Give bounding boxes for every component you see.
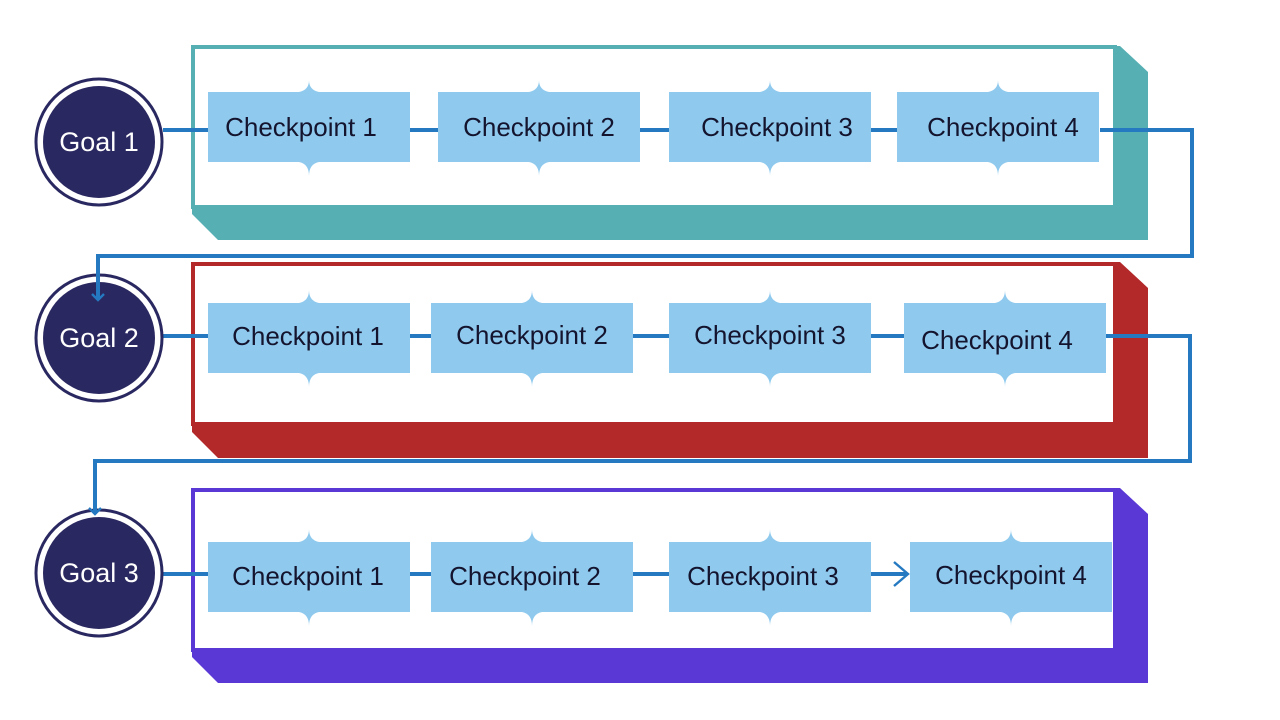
- flow-connector-goal1-to-goal2: [91, 128, 1194, 302]
- checkpoint-3-3: Checkpoint 3: [669, 529, 871, 626]
- checkpoint-label: Checkpoint 2: [456, 320, 608, 350]
- checkpoint-3-2: Checkpoint 2: [431, 529, 633, 626]
- goal-1-label: Goal 1: [59, 127, 139, 157]
- goal-3-label: Goal 3: [59, 558, 139, 588]
- arrowhead-g3-cp4: [893, 561, 910, 587]
- checkpoint-2-3: Checkpoint 3: [669, 290, 871, 387]
- checkpoint-3-1: Checkpoint 1: [208, 529, 410, 626]
- checkpoint-label: Checkpoint 3: [701, 112, 853, 142]
- checkpoint-1-1: Checkpoint 1: [208, 80, 410, 176]
- checkpoint-label: Checkpoint 4: [935, 560, 1087, 590]
- goal-row-1: Goal 1 Checkpoint 1 Checkpoint 2 Checkpo…: [34, 45, 1148, 240]
- checkpoint-label: Checkpoint 1: [232, 321, 384, 351]
- checkpoint-label: Checkpoint 3: [687, 561, 839, 591]
- checkpoint-label: Checkpoint 4: [927, 112, 1079, 142]
- checkpoint-label: Checkpoint 3: [694, 320, 846, 350]
- checkpoint-3-4: Checkpoint 4: [910, 529, 1112, 626]
- checkpoint-2-2: Checkpoint 2: [431, 290, 633, 387]
- goal-3-node: Goal 3: [34, 508, 164, 638]
- goal-1-node: Goal 1: [34, 77, 164, 207]
- checkpoint-label: Checkpoint 2: [463, 112, 615, 142]
- checkpoint-1-3: Checkpoint 3: [669, 80, 871, 176]
- checkpoint-2-4: Checkpoint 4: [904, 290, 1106, 387]
- checkpoint-label: Checkpoint 4: [921, 325, 1073, 355]
- checkpoint-2-1: Checkpoint 1: [208, 290, 410, 387]
- checkpoint-label: Checkpoint 2: [449, 561, 601, 591]
- goal-2-node: Goal 2: [34, 273, 164, 403]
- checkpoint-label: Checkpoint 1: [232, 561, 384, 591]
- flow-connector-goal2-to-goal3: [88, 334, 1192, 516]
- checkpoint-1-2: Checkpoint 2: [438, 80, 640, 176]
- checkpoint-1-4: Checkpoint 4: [897, 80, 1099, 176]
- checkpoint-label: Checkpoint 1: [225, 112, 377, 142]
- goal-row-2: Goal 2 Checkpoint 1 Checkpoint 2 Checkpo…: [34, 262, 1148, 458]
- goal-2-label: Goal 2: [59, 323, 139, 353]
- goal-row-3: Goal 3 Checkpoint 1 Checkpoint 2 Checkpo…: [34, 488, 1148, 683]
